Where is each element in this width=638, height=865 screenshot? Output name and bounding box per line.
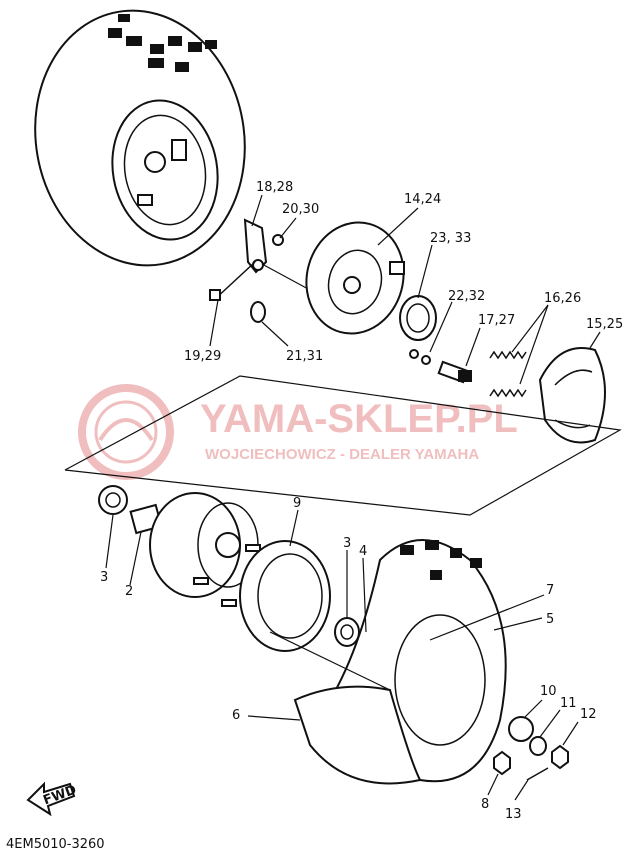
callout-15-25: 15,25 <box>586 317 623 332</box>
callout-5: 5 <box>546 612 554 627</box>
upper-tire <box>34 9 246 267</box>
brake-switch <box>437 360 472 384</box>
brake-cam-lever <box>209 218 311 323</box>
callout-8: 8 <box>481 797 489 812</box>
callout-23-33: 23, 33 <box>430 231 471 246</box>
brake-drum <box>239 540 331 652</box>
cotter-pin <box>526 767 549 781</box>
hub-nut <box>493 750 511 776</box>
brake-shoes <box>538 347 606 444</box>
castle-nut <box>551 744 569 770</box>
washer <box>529 736 547 756</box>
callout-12: 12 <box>580 707 597 722</box>
callout-22-32: 22,32 <box>448 289 485 304</box>
wheel-hub <box>149 492 261 607</box>
callout-16-26: 16,26 <box>544 291 581 306</box>
callout-10: 10 <box>540 684 557 699</box>
watermark-title: YAMA-SKLEP.PL <box>200 397 518 441</box>
leader-lines <box>105 194 601 801</box>
brake-shoe-plate <box>305 221 405 335</box>
oil-seal <box>399 295 437 341</box>
fwd-arrow: FWD <box>26 781 79 817</box>
callout-19-29: 19,29 <box>184 349 221 364</box>
bearing-right <box>334 617 360 647</box>
callout-18-28: 18,28 <box>256 180 293 195</box>
watermark-subtitle: WOJCIECHOWICZ - DEALER YAMAHA <box>205 446 479 463</box>
callout-11: 11 <box>560 696 577 711</box>
callouts: 18,28 20,30 14,24 23, 33 22,32 16,26 17,… <box>100 180 623 822</box>
watermark-logo <box>78 384 174 480</box>
callout-17-27: 17,27 <box>478 313 515 328</box>
watermark: YAMA-SKLEP.PL WOJCIECHOWICZ - DEALER YAM… <box>78 384 518 480</box>
callout-3-right: 3 <box>343 536 351 551</box>
axle-collar <box>508 716 534 742</box>
callout-4: 4 <box>359 544 367 559</box>
callout-3-left: 3 <box>100 570 108 585</box>
callout-9: 9 <box>293 496 301 511</box>
diagram-code: 4EM5010-3260 <box>6 837 105 852</box>
shoe-springs <box>489 350 527 398</box>
o-rings <box>409 349 431 365</box>
callout-21-31: 21,31 <box>286 349 323 364</box>
callout-13: 13 <box>505 807 522 822</box>
callout-7: 7 <box>546 583 554 598</box>
bearing-left <box>98 485 128 515</box>
callout-2: 2 <box>125 584 133 599</box>
assembly-frame <box>64 375 622 516</box>
callout-20-30: 20,30 <box>282 202 319 217</box>
callout-6: 6 <box>232 708 240 723</box>
callout-14-24: 14,24 <box>404 192 441 207</box>
lower-tire <box>293 539 507 785</box>
